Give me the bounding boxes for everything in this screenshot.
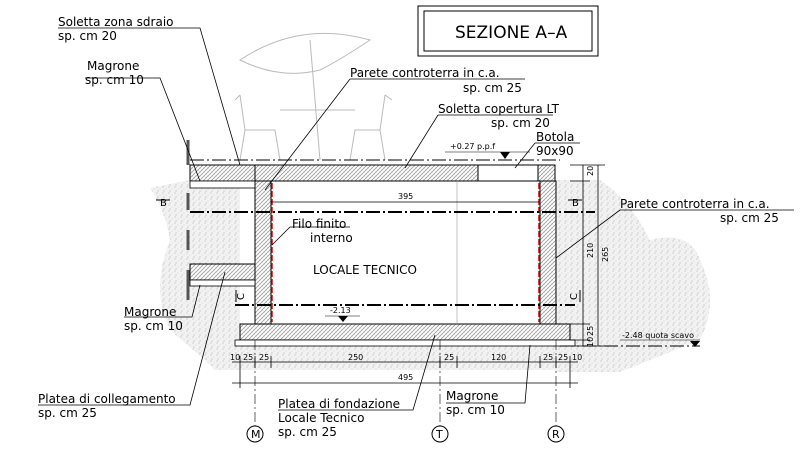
dim-bottom-250: 250 (348, 353, 363, 362)
axis-marker-r: R (547, 425, 565, 443)
leader-lines (38, 27, 794, 411)
svg-text:R: R (552, 428, 560, 441)
dim-bottom-25-c: 25 (444, 353, 454, 362)
label-filo-2: interno (310, 231, 353, 245)
svg-text:-2.48 quota scavo: -2.48 quota scavo (622, 331, 694, 340)
label-magrone-left-2: sp. cm 10 (124, 319, 183, 333)
section-mark-c-right: C (569, 290, 581, 302)
svg-text:+0.27 p.p.f: +0.27 p.p.f (450, 142, 495, 151)
svg-text:T: T (435, 428, 443, 441)
section-mark-b-left: B (156, 198, 170, 209)
dim-h-265: 265 (601, 247, 610, 262)
svg-text:M: M (251, 428, 261, 441)
label-soletta-cop-2: sp. cm 20 (491, 116, 550, 130)
label-platea-fond-2: Locale Tecnico (278, 411, 364, 425)
label-platea-fond-3: sp. cm 25 (278, 425, 337, 439)
label-locale-tecnico: LOCALE TECNICO (313, 263, 417, 277)
dim-total-495: 495 (398, 373, 413, 382)
section-mark-b-right: B (568, 198, 582, 209)
label-filo-1: Filo finito (292, 217, 346, 231)
label-soletta-zona-1: Soletta zona sdraio (58, 15, 174, 29)
umbrella-illustration (234, 32, 393, 161)
label-parete-top-1: Parete controterra in c.a. (350, 66, 500, 80)
label-platea-fond-1: Platea di fondazione (278, 397, 400, 411)
wall-right (539, 180, 557, 325)
section-title: SEZIONE A–A (455, 23, 568, 43)
dim-bottom-25-d: 25 (543, 353, 553, 362)
label-parete-right-1: Parete controterra in c.a. (620, 197, 770, 211)
dim-h-210: 210 (586, 243, 595, 258)
dim-bottom-25-a: 25 (243, 353, 253, 362)
svg-text:-2.13: -2.13 (330, 306, 351, 315)
label-magrone-top-2: sp. cm 10 (85, 73, 144, 87)
label-botola-1: Botola (536, 130, 574, 144)
label-parete-right-2: sp. cm 25 (720, 211, 779, 225)
label-soletta-zona-2: sp. cm 20 (58, 29, 117, 43)
label-parete-top-2: sp. cm 25 (463, 81, 522, 95)
dim-bottom-25-e: 25 (558, 353, 568, 362)
botola (477, 164, 539, 182)
label-platea-coll-2: sp. cm 25 (38, 406, 97, 420)
svg-text:B: B (572, 198, 579, 209)
magrone-top (189, 180, 256, 189)
svg-text:B: B (160, 198, 167, 209)
dim-bottom-25-b: 25 (259, 353, 269, 362)
grid-axes (254, 340, 557, 426)
label-soletta-cop-1: Soletta copertura LT (438, 102, 560, 116)
wall-left (254, 180, 272, 325)
label-magrone-left-1: Magrone (124, 305, 176, 319)
svg-text:C: C (569, 293, 580, 300)
level-ppf: +0.27 p.p.f (445, 142, 530, 159)
label-magrone-bottom-2: sp. cm 10 (446, 403, 505, 417)
level-scavo: -2.48 quota scavo (620, 331, 700, 347)
label-magrone-top-1: Magrone (87, 59, 139, 73)
axis-marker-m: M (246, 425, 264, 443)
dim-bottom-120: 120 (491, 353, 506, 362)
platea-fondazione (239, 323, 571, 341)
soil-right (555, 180, 710, 372)
title-box-outer (417, 5, 599, 57)
label-platea-coll-1: Platea di collegamento (38, 392, 176, 406)
section-mark-c-left: C (235, 290, 247, 302)
platea-collegamento (189, 263, 256, 281)
level-floor: -2.13 (325, 306, 360, 322)
dim-bottom-10-right: 10 (572, 353, 582, 362)
dim-bottom-10-left: 10 (230, 353, 240, 362)
magrone-bottom (234, 339, 576, 347)
dim-h-20: 20 (586, 166, 595, 176)
dim-h-10: 10 (586, 337, 595, 347)
label-magrone-bottom-1: Magrone (446, 389, 498, 403)
vertical-dimensions (570, 164, 605, 347)
title-box-inner (423, 10, 593, 52)
dim-inner-width: 395 (398, 192, 413, 201)
axis-marker-t: T (431, 425, 449, 443)
dim-h-25: 25 (586, 326, 595, 336)
svg-text:C: C (236, 293, 247, 300)
label-botola-2: 90x90 (536, 144, 574, 158)
